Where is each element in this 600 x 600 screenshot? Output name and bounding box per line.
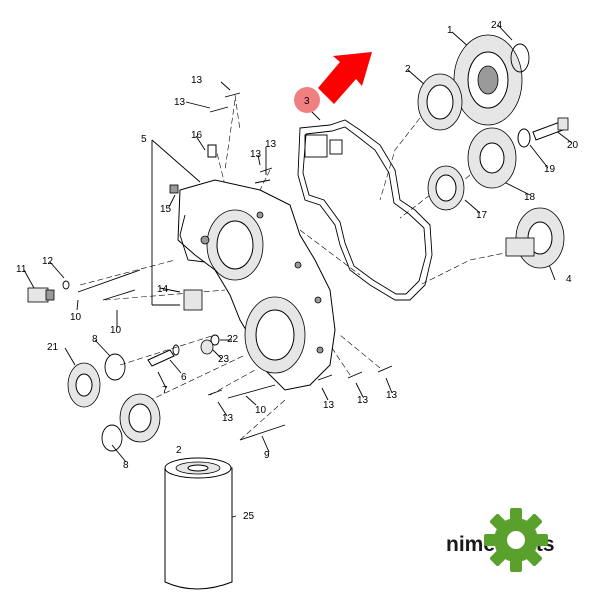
callout-15: 15 xyxy=(160,204,172,215)
callout-16: 16 xyxy=(191,130,203,141)
callout-12: 12 xyxy=(42,256,54,267)
callout-18: 18 xyxy=(524,192,536,203)
bearing-part-17 xyxy=(427,165,465,211)
callout-20: 20 xyxy=(567,140,579,151)
plug-part-23 xyxy=(200,339,214,355)
pin-part-16 xyxy=(207,144,217,158)
gear-part-18 xyxy=(467,127,517,189)
callout-24: 24 xyxy=(491,20,503,31)
ring-part-8-lower xyxy=(101,424,123,452)
callout-2-lower: 2 xyxy=(176,445,182,456)
callout-13-top: 13 xyxy=(191,75,203,86)
callout-13-mid: 13 xyxy=(250,149,262,160)
snap-ring-part-24 xyxy=(510,43,530,73)
callout-10-mid: 10 xyxy=(110,325,122,336)
callout-10-bottom: 10 xyxy=(255,405,267,416)
bolt-part-20 xyxy=(532,117,569,141)
callout-1: 1 xyxy=(447,25,453,36)
callout-8-upper: 8 xyxy=(92,334,98,345)
bearing-part-2-lower xyxy=(119,393,161,443)
fitting-part-15 xyxy=(169,184,179,194)
callout-10-left: 10 xyxy=(70,312,82,323)
highlight-arrow-icon xyxy=(318,52,372,104)
o-ring-part-6 xyxy=(172,344,180,356)
callout-13-bottom-left: 13 xyxy=(222,413,234,424)
callout-17: 17 xyxy=(476,210,488,221)
highlight-dot xyxy=(294,87,320,113)
callout-6: 6 xyxy=(181,372,187,383)
callout-8-lower: 8 xyxy=(123,460,129,471)
callout-13-bottom-3: 13 xyxy=(386,390,398,401)
callout-22: 22 xyxy=(227,334,239,345)
fitting-part-7 xyxy=(147,349,175,367)
seal-part-21 xyxy=(67,362,101,408)
bearing-part-2-upper xyxy=(417,73,463,131)
bolts xyxy=(77,92,393,441)
highlight-marker xyxy=(294,52,372,113)
plug-part-14 xyxy=(183,289,203,311)
callout-13-bottom-2: 13 xyxy=(357,395,369,406)
gasket-part-3 xyxy=(297,119,433,301)
callout-7: 7 xyxy=(162,385,168,396)
callout-4: 4 xyxy=(566,274,572,285)
callout-14: 14 xyxy=(157,284,169,295)
callout-13-right: 13 xyxy=(265,139,277,150)
callout-2-upper: 2 xyxy=(405,64,411,75)
callout-21: 21 xyxy=(47,342,59,353)
washer-part-19 xyxy=(517,128,531,148)
ring-part-8-upper xyxy=(104,353,126,381)
sensor-part-11 xyxy=(27,287,55,303)
plug-part-22 xyxy=(210,334,220,346)
front-housing-part-5 xyxy=(177,179,336,391)
callout-9: 9 xyxy=(264,450,270,461)
callout-5: 5 xyxy=(141,134,147,145)
callout-13-top-left: 13 xyxy=(174,97,186,108)
callout-13-bottom-1: 13 xyxy=(323,400,335,411)
gear-part-1 xyxy=(453,34,523,126)
callout-23: 23 xyxy=(218,354,230,365)
gear-logo-icon xyxy=(484,508,548,572)
oil-filter-part-25 xyxy=(164,457,233,590)
callout-3: 3 xyxy=(304,96,310,107)
callout-19: 19 xyxy=(544,164,556,175)
brand-logo: nimerparts xyxy=(446,508,555,572)
callout-25: 25 xyxy=(243,511,255,522)
callout-11: 11 xyxy=(16,264,27,275)
callout-labels: 1 2 2 3 4 5 6 7 8 8 9 10 10 10 11 12 13 … xyxy=(16,20,579,522)
o-ring-part-12 xyxy=(62,280,70,290)
gear-part-4 xyxy=(505,207,565,269)
